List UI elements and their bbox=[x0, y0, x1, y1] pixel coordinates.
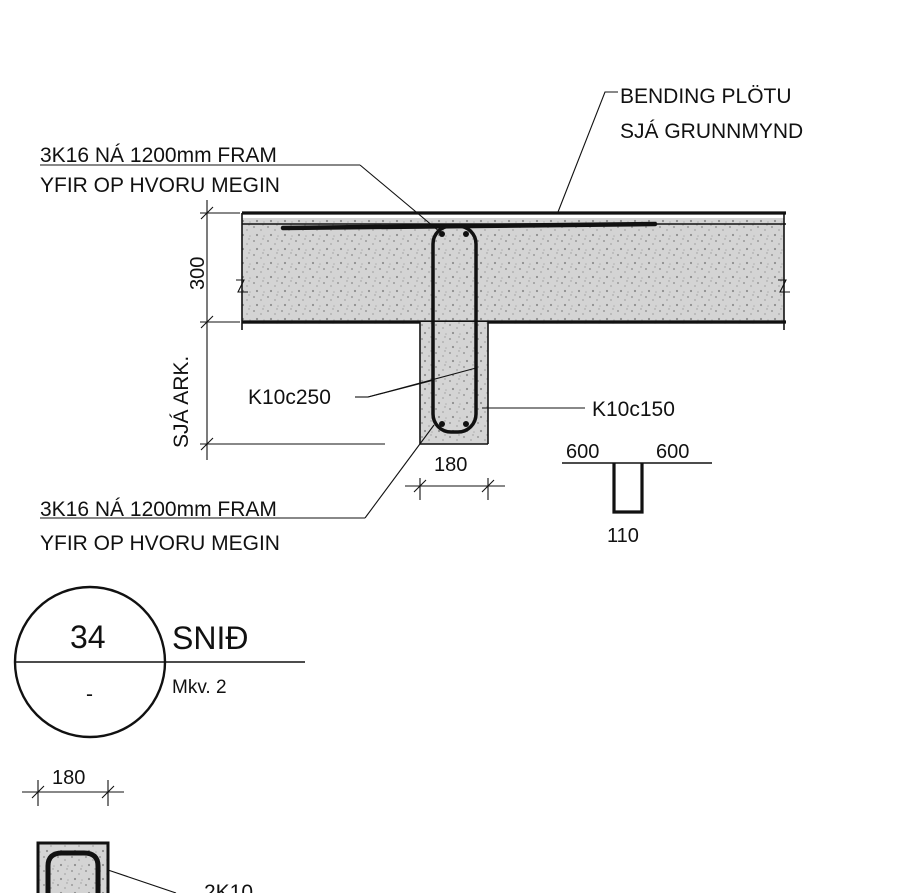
stirrup-leader-2 bbox=[367, 367, 477, 398]
top-rebar-label-line1: 3K16 NÁ 1200mm FRAM bbox=[40, 144, 277, 167]
section-number: 34 bbox=[70, 619, 106, 655]
top-rebar-leader bbox=[359, 164, 441, 233]
rebar-dot-top-left bbox=[439, 231, 445, 237]
beam-width-value: 180 bbox=[434, 454, 467, 476]
beam-web bbox=[419, 322, 489, 445]
bottom-rebar-label-line2: YFIR OP HVORU MEGIN bbox=[40, 532, 280, 555]
bar-schedule: 600 600 110 bbox=[562, 441, 712, 547]
slab-top-rebar bbox=[280, 221, 658, 231]
top-rebar-label-line2: YFIR OP HVORU MEGIN bbox=[40, 174, 280, 197]
beam-height-note: SJÁ ARK. bbox=[170, 356, 193, 448]
slab-link-label: K10c150 bbox=[592, 398, 675, 421]
beam-width-dimension bbox=[405, 478, 505, 500]
section-title: SNIÐ bbox=[172, 620, 248, 656]
second-section-label: 2K10 bbox=[204, 881, 253, 893]
slab-leader bbox=[557, 91, 618, 213]
second-width-dimension bbox=[22, 780, 124, 806]
slab-label-line1: BENDING PLÖTU bbox=[620, 85, 792, 108]
stirrup-label: K10c250 bbox=[248, 386, 331, 409]
rebar-dot-bottom-left bbox=[439, 421, 445, 427]
second-width-value: 180 bbox=[52, 767, 85, 789]
second-section-leader bbox=[107, 869, 177, 893]
slab-thickness-dimension bbox=[200, 200, 385, 460]
schedule-leg-length: 110 bbox=[607, 525, 639, 547]
beam-stirrup bbox=[431, 224, 478, 434]
section-title-bubble bbox=[13, 585, 305, 739]
bottom-rebar-leader bbox=[364, 424, 435, 519]
section-scale: Mkv. 2 bbox=[172, 677, 227, 698]
bottom-rebar-label-line1: 3K16 NÁ 1200mm FRAM bbox=[40, 498, 277, 521]
rebar-dot-bottom-right bbox=[463, 421, 469, 427]
slab bbox=[236, 211, 790, 330]
section-sub: - bbox=[86, 683, 93, 706]
rebar-dot-top-right bbox=[463, 231, 469, 237]
slab-thickness-value: 300 bbox=[187, 257, 209, 290]
schedule-left-length: 600 bbox=[566, 441, 599, 463]
slab-label-line2: SJÁ GRUNNMYND bbox=[620, 120, 803, 143]
schedule-right-length: 600 bbox=[656, 441, 689, 463]
second-beam-section bbox=[36, 841, 110, 893]
